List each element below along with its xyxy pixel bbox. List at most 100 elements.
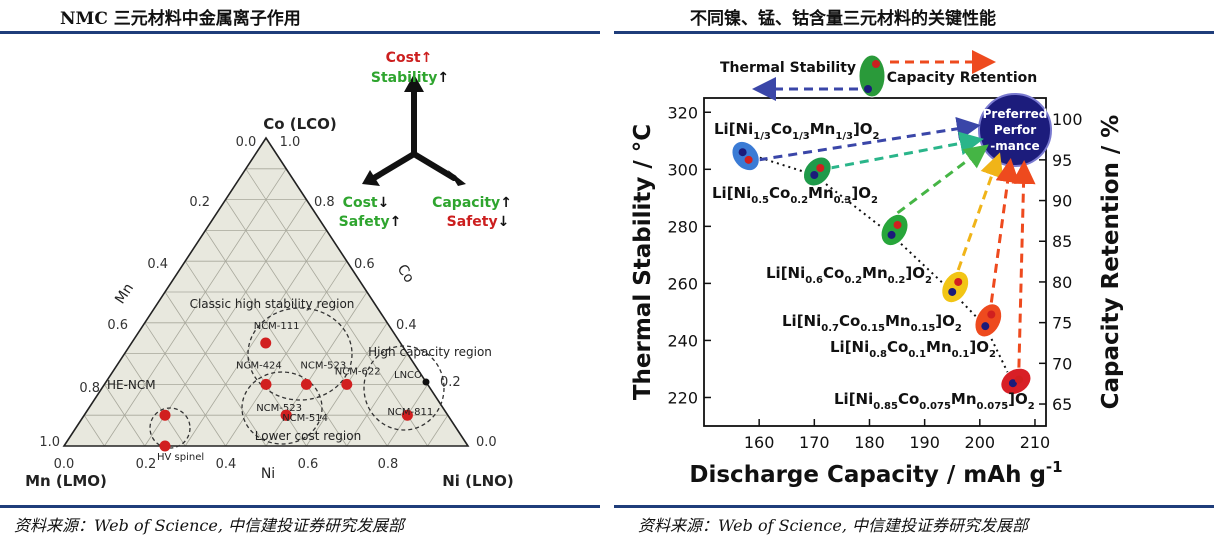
ternary-point-label: HV spinel <box>157 452 204 463</box>
point-label: LNCO <box>394 370 422 381</box>
y-tick-label: 220 <box>667 388 698 407</box>
retention-point <box>893 220 902 229</box>
y-tick-label: 300 <box>667 160 698 179</box>
legend-top-cost: Cost↑ <box>386 50 433 66</box>
y2-tick-label: 65 <box>1052 395 1072 414</box>
material-pod <box>802 156 832 187</box>
thermal-point <box>738 148 747 157</box>
right-tick: 0.8 <box>314 195 335 210</box>
left-source-rule <box>0 505 600 508</box>
legend-left-cost: Cost↓ <box>343 195 390 211</box>
ternary-point-label: NCM-811 <box>387 407 433 418</box>
ternary-grid-line <box>346 353 408 447</box>
left-panel-title: NMC 三元材料中金属离子作用 <box>60 9 301 29</box>
material-label: Li[Ni0.7Co0.15Mn0.15]O2 <box>782 312 962 334</box>
left-title-rule <box>0 31 600 34</box>
region-label: Classic high stability region <box>190 297 355 311</box>
ternary-grid-line <box>184 230 327 447</box>
y-tick-label: 260 <box>667 274 698 293</box>
legend-blue-dot <box>864 85 872 93</box>
y2-tick-label: 75 <box>1052 314 1072 333</box>
legend-pod <box>858 54 886 98</box>
legend-retention-label: Capacity Retention <box>887 70 1038 86</box>
legend-thermal-label: Thermal Stability <box>720 60 856 76</box>
ternary-triangle-outline <box>62 136 470 447</box>
improvement-arrow <box>1011 160 1036 368</box>
ternary-grid-line <box>104 168 287 447</box>
region-ellipse-high-capacity <box>363 345 445 431</box>
y2-tick-label: 70 <box>1052 354 1072 373</box>
left-tick: 0.4 <box>147 257 168 272</box>
ternary-point <box>260 378 272 390</box>
material-markers <box>731 140 1032 396</box>
thermal-point <box>948 287 957 296</box>
arrow-up-head <box>404 74 424 92</box>
x-tick-label: 200 <box>965 433 996 452</box>
axis-name-mn: Mn <box>112 281 137 307</box>
x-tick-label: 190 <box>909 433 940 452</box>
ternary-grid-line <box>265 291 368 447</box>
legend-left-safety: Safety↑ <box>339 214 402 230</box>
left-source-note: 资料来源：Web of Science, 中信建投证券研究发展部 <box>14 516 404 535</box>
left-tick: 0.2 <box>189 195 210 210</box>
ternary-point-label: NCM-622 <box>335 366 381 377</box>
retention-point <box>954 277 963 286</box>
ternary-point-label: NCM-424 <box>236 360 282 371</box>
right-tick: 0.4 <box>396 318 417 333</box>
legend-right-safety: Safety↓ <box>447 214 510 230</box>
material-label: Li[Ni0.6Co0.2Mn0.2]O2 <box>766 264 932 286</box>
ternary-grid-line <box>104 384 146 447</box>
thermal-point <box>810 171 819 180</box>
axis-name-ni: Ni <box>261 466 275 482</box>
x-tick-label: 180 <box>854 433 885 452</box>
top-tick: 0.0 <box>236 135 257 150</box>
ternary-grid-line <box>144 322 226 447</box>
bottom-tick: 0.8 <box>378 457 399 472</box>
left-tick: 0.8 <box>79 381 100 396</box>
retention-point <box>816 163 825 172</box>
right-title-rule <box>614 31 1214 34</box>
improvement-arrow <box>758 116 981 162</box>
improvement-arrow <box>896 144 989 215</box>
improvement-arrows <box>758 116 1036 368</box>
material-pod <box>974 303 1003 338</box>
x-tick-label: 170 <box>799 433 830 452</box>
bottom-tick: 0.2 <box>136 457 157 472</box>
ternary-point <box>159 409 171 421</box>
y2-tick-label: 90 <box>1052 192 1072 211</box>
x-axis-label: Discharge Capacity / mAh g-1 <box>689 458 1062 488</box>
thermal-point <box>1008 379 1017 388</box>
material-label: Li[Ni0.5Co0.2Mn0.3]O2 <box>712 184 878 206</box>
ternary-point <box>280 409 292 421</box>
ternary-point-label: NCM-523 <box>300 360 346 371</box>
y2-tick-label: 85 <box>1052 232 1072 251</box>
ternary-point <box>300 378 312 390</box>
right-tick: 0.6 <box>354 257 375 272</box>
right-panel-title: 不同镍、锰、钴含量三元材料的关键性能 <box>690 9 996 29</box>
right-tick: 1.0 <box>280 135 301 150</box>
retention-point <box>744 155 753 164</box>
material-label: Li[Ni1/3Co1/3Mn1/3]O2 <box>714 120 880 142</box>
region-ellipse-high-stability <box>247 307 353 401</box>
y2-tick-label: 80 <box>1052 273 1072 292</box>
ternary-chart: Co (LCO) Mn (LMO) Ni (LNO) Mn Co Ni 0.2 … <box>25 50 514 490</box>
right-tick: 0.0 <box>476 435 497 450</box>
bottom-tick: 0.4 <box>216 457 237 472</box>
ternary-point <box>260 337 272 349</box>
material-pod <box>941 270 970 304</box>
arrow-right-head <box>448 170 466 186</box>
right-source-rule <box>614 505 1214 508</box>
y-axis-label: Thermal Stability / °C <box>630 124 656 400</box>
right-source-note: 资料来源：Web of Science, 中信建投证券研究发展部 <box>638 516 1028 535</box>
ternary-grid-line <box>164 291 267 447</box>
x-tick-label: 210 <box>1020 433 1051 452</box>
ternary-point-label: HE-NCM <box>107 378 156 392</box>
improvement-arrow <box>989 158 1020 303</box>
y2-tick-label: 100 <box>1052 110 1083 129</box>
corner-label-mn: Mn (LMO) <box>25 472 107 490</box>
ternary-point <box>401 409 413 421</box>
lnco-point <box>422 378 430 386</box>
ternary-grid-line <box>124 353 186 447</box>
